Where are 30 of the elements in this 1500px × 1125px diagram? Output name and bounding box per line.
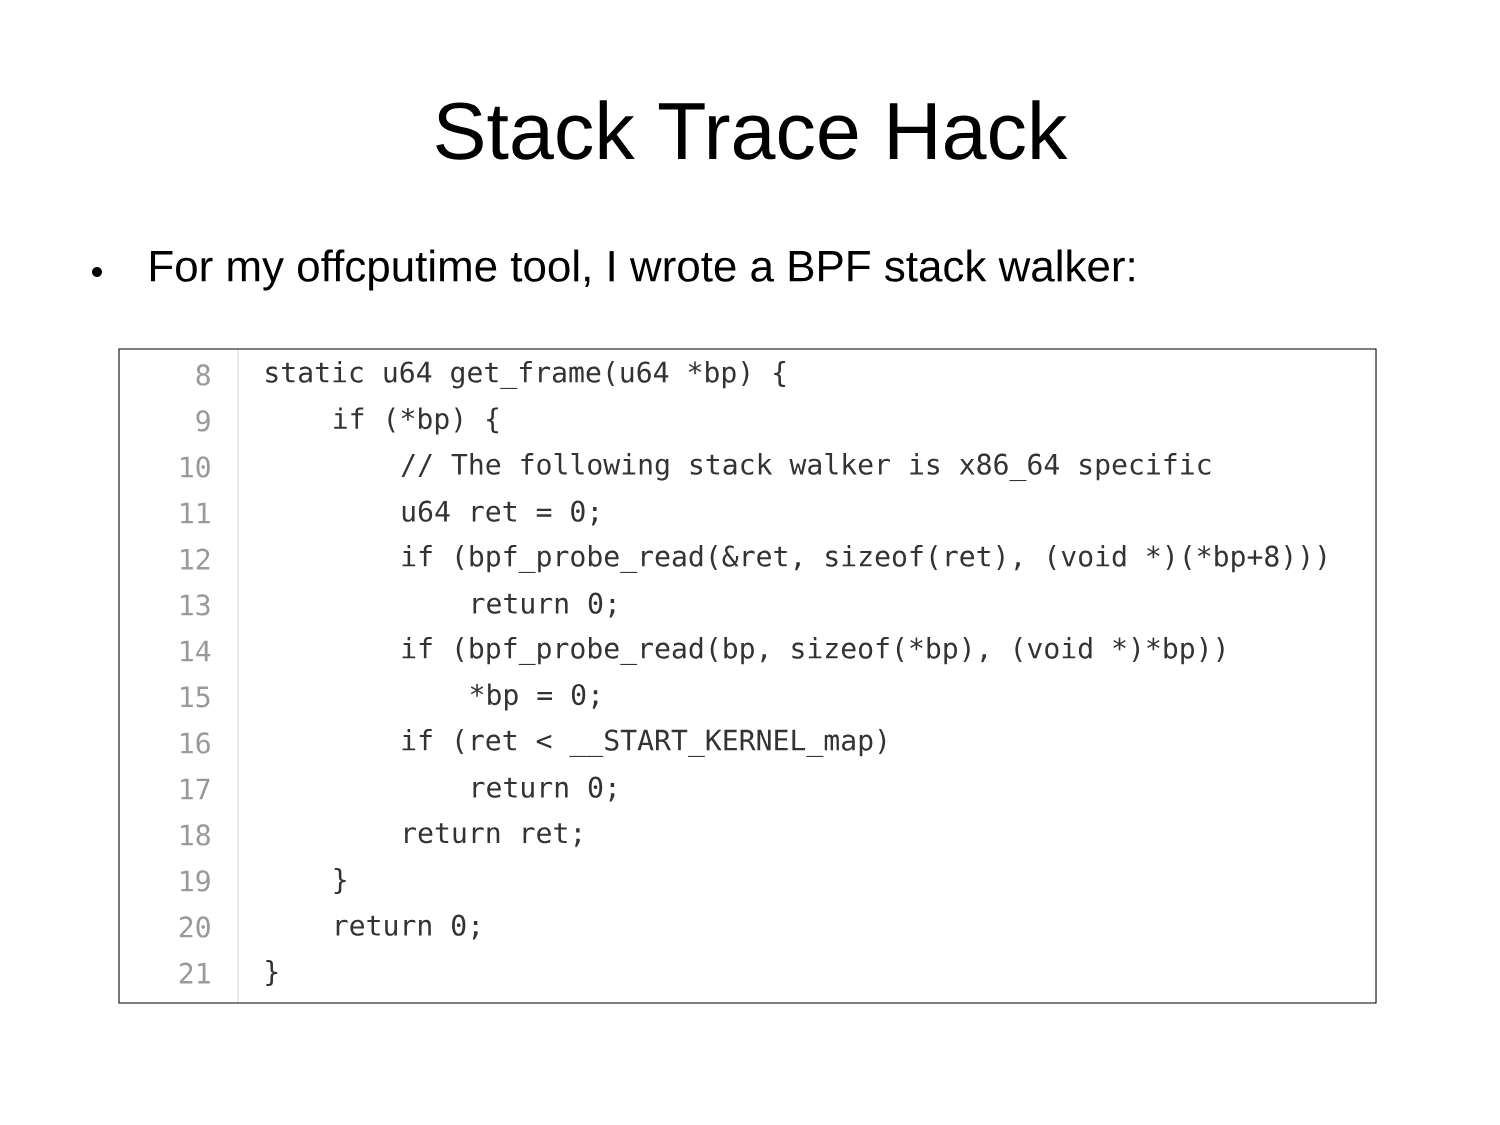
line-number: 19 [181,870,210,892]
code-line: return ret; [405,823,580,847]
slide-title: Stack Trace Hack [436,100,1068,160]
line-number: 9 [196,410,210,432]
line-number: 13 [181,594,210,616]
line-number: 15 [181,686,210,708]
line-number: 21 [179,962,210,984]
code-line: } [266,960,278,986]
line-number: 16 [181,732,210,754]
line-number: 17 [181,778,210,800]
code-line: if (bpf_probe_read(bp, sizeof(*bp), (void *)*bp)) [402,637,1224,665]
code-line: return 0; [336,914,478,940]
code-line: static u64 get_frame(u64 *bp) { [266,361,786,389]
code-line: // The following stack walker is x86_64 specific [401,452,1211,482]
line-number: 20 [179,916,210,938]
code-line: *bp = 0; [470,683,598,711]
bullet-text: For my offcputime tool, I wrote a BPF stack walker: [150,249,1134,291]
line-number: 18 [181,824,210,846]
line-number: 11 [181,502,210,524]
line-number: 14 [181,640,211,662]
code-line: if (*bp) { [334,407,498,435]
line-number: 10 [181,456,210,478]
line-number: 8 [196,364,210,386]
code-line: } [334,868,346,894]
code-line: if (bpf_probe_read(&ret, sizeof(ret), (void *)(*bp+8))) [402,545,1326,573]
code-line: return 0; [473,592,615,618]
code-line: u64 ret = 0; [402,500,597,526]
line-number: 12 [181,548,210,570]
code-line: if (ret < __START_KERNEL_map) [402,729,886,757]
code-line: return 0; [473,776,615,802]
